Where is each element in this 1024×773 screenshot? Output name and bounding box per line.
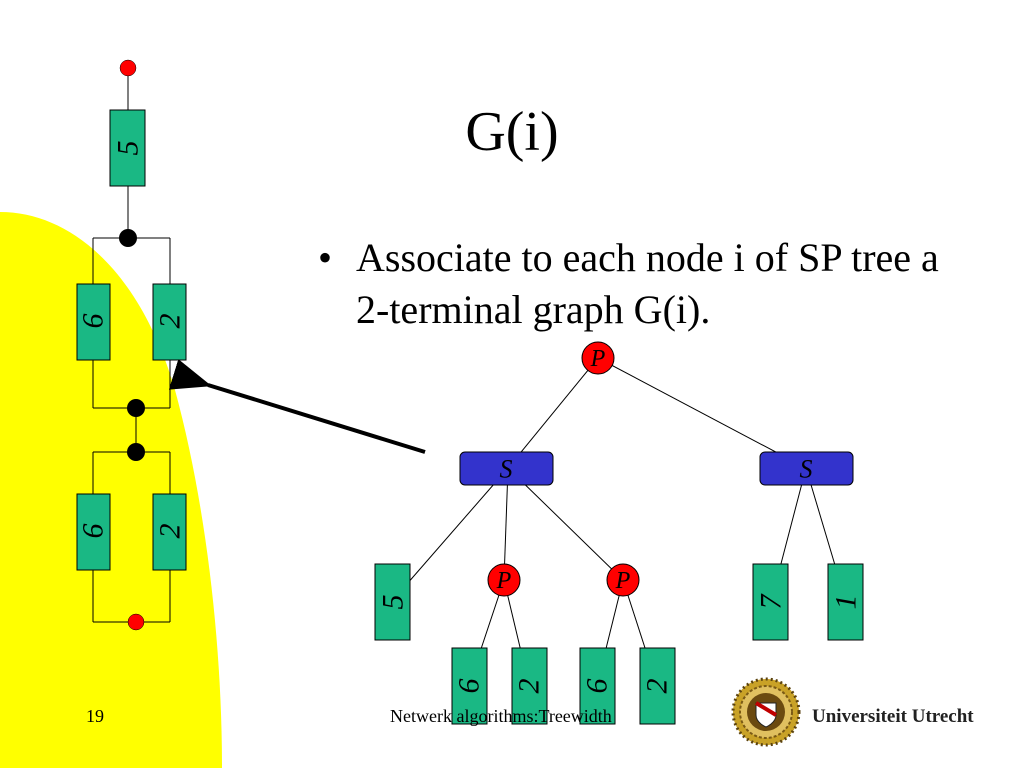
graph-edge-label: 2 bbox=[154, 314, 187, 329]
graph-edge-box: 2 bbox=[152, 493, 187, 571]
leaf-box: 6 bbox=[451, 647, 488, 725]
footer-text: Netwerk algorithms:Treewidth bbox=[390, 706, 612, 726]
bullet-marker: • bbox=[318, 235, 333, 280]
leaf-label: 2 bbox=[641, 679, 674, 694]
graph-edge-label: 6 bbox=[77, 524, 110, 539]
terminal-node-bottom bbox=[127, 613, 145, 631]
arrow bbox=[168, 359, 426, 454]
leaf-box: 5 bbox=[374, 563, 411, 641]
bullet-text: Associate to each node i of SP tree a 2-… bbox=[356, 235, 939, 332]
leaf-box: 2 bbox=[511, 647, 548, 725]
page-number: 19 bbox=[86, 706, 104, 726]
terminal-node-top bbox=[119, 59, 137, 77]
graph-vertex bbox=[119, 229, 137, 247]
series-node-label: S bbox=[500, 455, 513, 484]
graph-edge-label: 6 bbox=[77, 314, 110, 329]
leaf-box: 2 bbox=[639, 647, 676, 725]
leaf-box: 1 bbox=[827, 563, 864, 641]
leaf-box: 6 bbox=[579, 647, 616, 725]
slide-title: G(i) bbox=[465, 101, 559, 163]
parallel-node: P bbox=[487, 563, 521, 597]
parallel-node-label: P bbox=[615, 568, 631, 594]
graph-edge-box: 2 bbox=[152, 283, 187, 361]
parallel-node-root: P bbox=[581, 341, 615, 375]
series-node: S bbox=[759, 451, 854, 486]
series-node: S bbox=[459, 451, 554, 486]
graph-edge-label: 2 bbox=[154, 524, 187, 539]
leaf-label: 6 bbox=[453, 679, 486, 694]
graph-edge-box: 6 bbox=[76, 493, 111, 571]
graph-edge-box: 5 bbox=[109, 109, 146, 187]
graph-vertex bbox=[127, 399, 145, 417]
parallel-node: P bbox=[606, 563, 640, 597]
leaf-label: 2 bbox=[513, 679, 546, 694]
leaf-box: 7 bbox=[752, 563, 789, 641]
series-node-label: S bbox=[800, 455, 813, 484]
graph-vertex bbox=[127, 443, 145, 461]
parallel-node-label: P bbox=[590, 346, 606, 372]
leaf-label: 5 bbox=[377, 595, 410, 610]
graph-edge-box: 6 bbox=[76, 283, 111, 361]
graph-edge-label: 5 bbox=[112, 141, 145, 156]
bullet-list: • Associate to each node i of SP tree a … bbox=[318, 232, 958, 336]
university-seal-logo bbox=[731, 677, 801, 747]
bullet-item: • Associate to each node i of SP tree a … bbox=[318, 232, 958, 336]
parallel-node-label: P bbox=[496, 568, 512, 594]
leaf-label: 1 bbox=[830, 595, 863, 610]
leaf-label: 7 bbox=[755, 593, 788, 610]
university-name: Universiteit Utrecht bbox=[812, 706, 974, 727]
leaf-label: 6 bbox=[581, 679, 614, 694]
yellow-accent-shape bbox=[0, 212, 222, 768]
